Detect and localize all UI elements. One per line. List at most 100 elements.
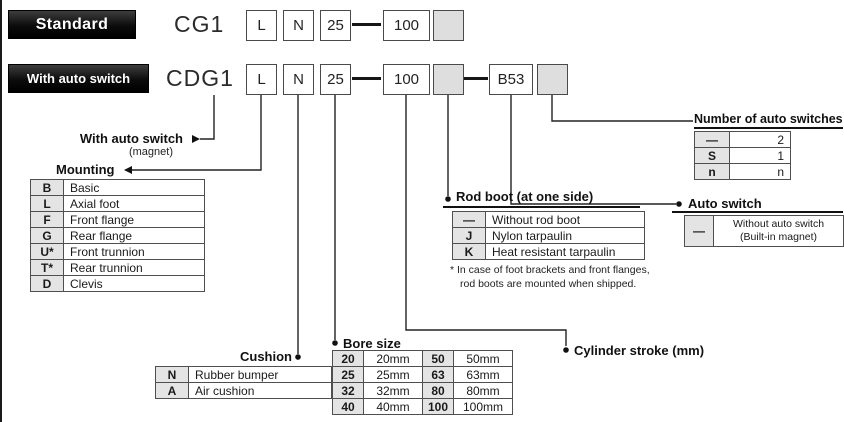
bore-size-title: Bore size [343,336,401,351]
value-cell: n [729,163,791,180]
table-row: — Without auto switch (Built-in magnet) [683,214,844,248]
rod-boot-note-line2: rod boots are mounted when shipped. [460,278,637,290]
code-cell: 32 [332,382,364,399]
value-cell: 100mm [453,398,513,415]
label-cell: Air cushion [188,382,332,399]
auto-switch-title: Auto switch [672,196,843,213]
stroke-dash [352,77,381,80]
value-cell: 63mm [453,366,513,383]
code-cell: — [683,214,715,248]
label-cell: Heat resistant tarpaulin [485,243,645,260]
auto-switch-model-code: CDG1 [166,65,234,91]
code-cell: G [30,227,64,244]
value-cell: 1 [729,147,791,164]
auto-cushion-box: N [283,64,314,95]
code-cell: 40 [332,398,364,415]
connector-num-switches [551,95,693,122]
label-cell: Axial foot [63,195,205,212]
label-cell: Without auto switch (Built-in magnet) [713,214,844,248]
code-cell: n [694,163,730,180]
arrowhead-mounting [124,166,132,174]
value-cell: 20mm [363,350,423,367]
auto-switch-table: — Without auto switch (Built-in magnet) [683,214,844,248]
label-cell: Rubber bumper [188,366,332,383]
label-cell: Without rod boot [485,211,645,228]
table-row: —Without rod boot [452,211,645,228]
standard-bore-box: 25 [320,10,351,41]
standard-tag: Standard [8,10,136,39]
code-cell: N [155,366,189,383]
with-auto-switch-label: With auto switch [79,131,183,146]
stroke-dash [352,23,381,26]
arrowhead-with-auto-switch [192,135,200,143]
value-cell: 50mm [453,350,513,367]
code-cell: B [30,179,64,196]
code-cell: U* [30,243,64,260]
num-switches-title: Number of auto switches [694,112,843,129]
rod-boot-title: Rod boot (at one side) [443,189,640,208]
auto-switch-qty-box [537,64,568,95]
standard-rod-boot-box [433,10,464,41]
label-cell: Front flange [63,211,205,228]
value-cell: 32mm [363,382,423,399]
code-cell: D [30,275,64,292]
label-cell: Rear flange [63,227,205,244]
code-cell: A [155,382,189,399]
auto-switch-label-line2: (Built-in magnet) [740,231,818,244]
code-cell: 25 [332,366,364,383]
value-cell: 40mm [363,398,423,415]
standard-model-code: CG1 [174,11,225,37]
connector-with-auto-switch [200,95,215,140]
auto-switch-model-box: B53 [489,64,533,95]
code-cell: J [452,227,486,244]
standard-stroke-box: 100 [383,10,430,41]
value-cell: 80mm [453,382,513,399]
switch-dash [464,77,488,80]
table-row: T*Rear trunnion [30,259,205,276]
dot-cylinder-stroke [563,347,569,353]
connector-auto-switch [510,95,676,205]
dot-bore-size [332,340,338,346]
auto-mounting-box: L [246,64,277,95]
standard-cushion-box: N [283,10,314,41]
label-cell: Rear trunnion [63,259,205,276]
code-cell: 100 [422,398,454,415]
with-auto-switch-magnet-label: (magnet) [128,146,173,158]
code-cell: T* [30,259,64,276]
code-cell: L [30,195,64,212]
table-row: U*Front trunnion [30,243,205,260]
label-cell: Clevis [63,275,205,292]
label-cell: Nylon tarpaulin [485,227,645,244]
code-cell: 80 [422,382,454,399]
code-cell: K [452,243,486,260]
code-cell: 50 [422,350,454,367]
code-cell: — [452,211,486,228]
code-cell: 20 [332,350,364,367]
auto-bore-box: 25 [320,64,351,95]
auto-rod-boot-box [433,64,464,95]
code-cell: 63 [422,366,454,383]
value-cell: 25mm [363,366,423,383]
mounting-title: Mounting [56,162,115,177]
value-cell: 2 [729,131,791,148]
auto-switch-label-line1: Without auto switch [733,218,825,230]
